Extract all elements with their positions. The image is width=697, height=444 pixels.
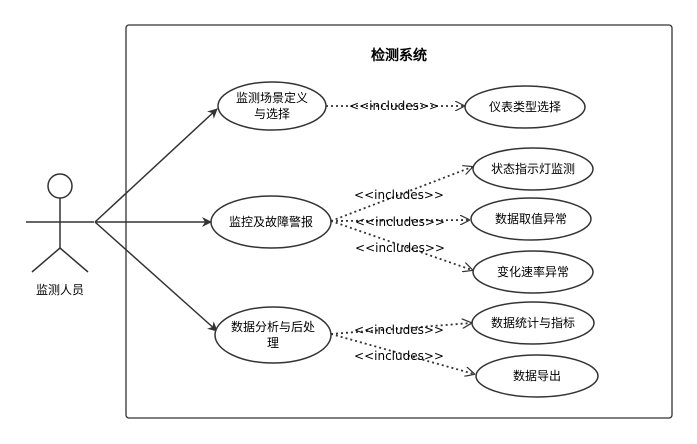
- use-case-value-abnormal-shape: [470, 197, 592, 241]
- use-case-stats-metrics-label: 数据统计与指标: [491, 315, 575, 330]
- use-case-data-export-label: 数据导出: [513, 368, 561, 383]
- use-case-data-export-shape: [475, 354, 599, 398]
- use-case-analysis-label-2: 理: [267, 336, 279, 350]
- actor-label: 监测人员: [36, 283, 84, 297]
- use-case-stats-metrics-shape: [471, 301, 595, 345]
- include-label-data-export: <<includes>>: [354, 349, 444, 363]
- use-case-scene-define-label-1: 监测场景定义: [236, 90, 308, 105]
- include-label-indicator-monitor: <<includes>>: [354, 188, 444, 202]
- use-case-alarm-shape: [210, 195, 332, 249]
- use-case-alarm-label: 监控及故障警报: [229, 214, 313, 229]
- use-case-instrument-select-shape: [464, 85, 586, 129]
- use-case-analysis-label-1: 数据分析与后处: [231, 319, 315, 334]
- include-line-value-abnormal: [330, 220, 469, 221]
- use-case-analysis-shape: [214, 306, 332, 364]
- actor-monitor-staff[interactable]: 监测人员: [26, 173, 94, 297]
- use-case-rate-abnormal-label: 变化速率异常: [497, 264, 569, 279]
- use-case-rate-abnormal-shape: [472, 250, 594, 294]
- include-line-stats-metrics: [330, 323, 471, 335]
- association-analysis: [94, 221, 218, 332]
- use-case-scene-define-label-2: 与选择: [254, 107, 290, 121]
- use-case-scene-define-shape: [217, 81, 327, 131]
- use-case-alarm[interactable]: 监控及故障警报: [210, 195, 332, 249]
- use-case-rate-abnormal[interactable]: 变化速率异常: [472, 250, 594, 294]
- association-scene-define: [94, 108, 218, 223]
- use-case-value-abnormal-label: 数据取值异常: [495, 211, 567, 226]
- use-case-indicator-monitor-shape: [472, 147, 594, 191]
- use-case-data-export[interactable]: 数据导出: [475, 354, 599, 398]
- actor-left-leg: [31, 247, 61, 273]
- use-case-indicator-monitor[interactable]: 状态指示灯监测: [472, 147, 594, 191]
- use-case-stats-metrics[interactable]: 数据统计与指标: [471, 301, 595, 345]
- use-case-scene-define[interactable]: 监测场景定义 与选择: [217, 81, 327, 131]
- use-case-indicator-monitor-label: 状态指示灯监测: [491, 161, 575, 176]
- include-line-indicator-monitor: [330, 167, 472, 222]
- actor-right-leg: [59, 247, 89, 273]
- use-case-analysis[interactable]: 数据分析与后处 理: [214, 306, 332, 364]
- use-case-value-abnormal[interactable]: 数据取值异常: [470, 197, 592, 241]
- include-label-instrument-select: <<includes>>: [349, 99, 439, 113]
- include-label-value-abnormal: <<includes>>: [355, 215, 445, 229]
- system-title: 检测系统: [371, 47, 427, 64]
- include-label-rate-abnormal: <<includes>>: [355, 241, 445, 255]
- actor-head: [47, 173, 73, 199]
- use-case-instrument-select[interactable]: 仪表类型选择: [464, 85, 586, 129]
- include-label-stats-metrics: <<includes>>: [354, 323, 444, 337]
- use-case-instrument-select-label: 仪表类型选择: [489, 100, 561, 114]
